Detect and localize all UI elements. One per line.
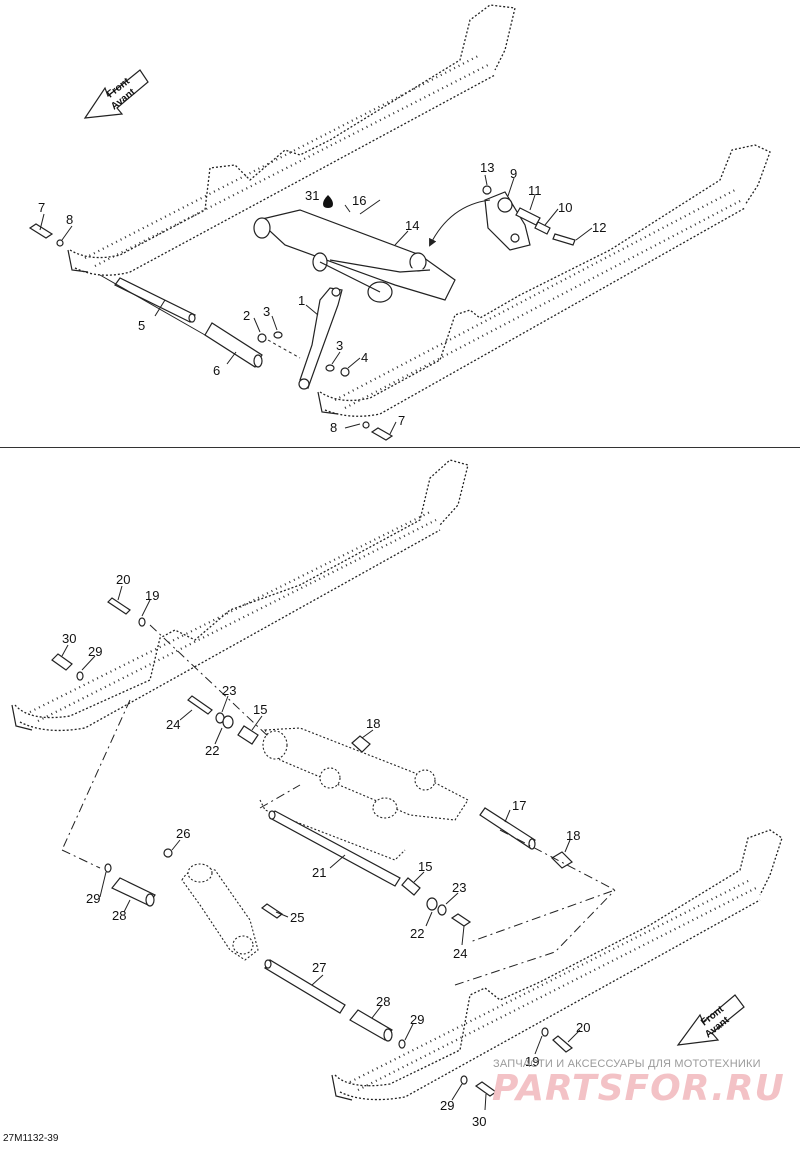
callout: 29	[88, 644, 102, 659]
callout: 18	[366, 716, 380, 731]
callout: 21	[312, 865, 326, 880]
callout: 17	[512, 798, 526, 813]
callout: 9	[510, 166, 517, 181]
watermark-logo: PARTSFOR.RU	[492, 1068, 785, 1109]
callout: 22	[410, 926, 424, 941]
callout: 29	[86, 891, 100, 906]
bushings	[111, 725, 573, 1042]
callout: 7	[398, 413, 405, 428]
callout: 1	[298, 293, 305, 308]
callout: 30	[62, 631, 76, 646]
alignment-lines	[61, 624, 617, 986]
callout: 29	[440, 1098, 454, 1113]
callout: 14	[405, 218, 419, 233]
shaft-27	[264, 959, 346, 1014]
watermark-text: ЗАПЧАСТИ И АКСЕССУАРЫ ДЛЯ МОТОТЕХНИКИ	[493, 1058, 761, 1070]
callout: 25	[290, 910, 304, 925]
callout: 2	[243, 308, 250, 323]
callout: 15	[418, 859, 432, 874]
callout: 28	[112, 908, 126, 923]
bracket-assembly-9	[429, 185, 576, 251]
callout: 31	[305, 188, 319, 203]
callout: 23	[452, 880, 466, 895]
callout: 19	[145, 588, 159, 603]
callout: 20	[116, 572, 130, 587]
callout: 3	[263, 304, 270, 319]
callout: 24	[453, 946, 467, 961]
callout: 19	[525, 1054, 539, 1069]
callout: 10	[558, 200, 572, 215]
callout: 24	[166, 717, 180, 732]
callout: 18	[566, 828, 580, 843]
callout: 20	[576, 1020, 590, 1035]
callout: 4	[361, 350, 368, 365]
link-1	[298, 287, 343, 390]
callout: 8	[66, 212, 73, 227]
callout: 15	[253, 702, 267, 717]
callout: 12	[592, 220, 606, 235]
leader-lines-top	[39, 174, 593, 435]
callout: 27	[312, 960, 326, 975]
callout: 16	[352, 193, 366, 208]
leader-lines-bottom	[61, 585, 581, 1111]
left-rail-bottom	[11, 459, 469, 732]
callouts-bottom: 20 19 30 29 24 23 22 15 18 17 18 26 21 1…	[62, 572, 590, 1129]
callouts-top: 7 8 5 6 2 3 3 4 1 31 16 14 13 9 11 10 12…	[38, 160, 606, 435]
front-direction-arrow-bottom: Front Avant	[676, 994, 745, 1046]
figure-code: 27M1132-39	[3, 1133, 59, 1144]
bolts	[51, 597, 573, 1097]
shaft-21	[268, 810, 401, 887]
callout: 5	[138, 318, 145, 333]
shock-absorber	[163, 848, 259, 961]
sleeve-6	[204, 322, 263, 368]
callout: 6	[213, 363, 220, 378]
callout: 29	[410, 1012, 424, 1027]
callout: 8	[330, 420, 337, 435]
section-divider	[0, 447, 800, 448]
callout: 7	[38, 200, 45, 215]
callout: 11	[528, 183, 542, 198]
front-direction-arrow-top: Front Avant	[83, 69, 149, 119]
callout: 3	[336, 338, 343, 353]
front-arm-14	[253, 209, 456, 303]
lubricant-drop-icon	[323, 195, 333, 208]
hardware-2-3-4	[257, 331, 350, 377]
right-rail-top	[317, 144, 771, 417]
shaft-17	[479, 807, 536, 850]
callout: 28	[376, 994, 390, 1009]
bolt-7-left	[28, 223, 64, 247]
right-rail-bottom	[331, 829, 783, 1101]
callout: 13	[480, 160, 494, 175]
shaft-5	[114, 277, 196, 323]
callout: 22	[205, 743, 219, 758]
washers	[76, 617, 549, 1085]
callout: 30	[472, 1114, 486, 1129]
rear-arm-assembly	[259, 727, 469, 861]
callout: 26	[176, 826, 190, 841]
callout: 23	[222, 683, 236, 698]
left-rail-top	[67, 4, 516, 276]
bolt-7-right	[362, 421, 394, 441]
